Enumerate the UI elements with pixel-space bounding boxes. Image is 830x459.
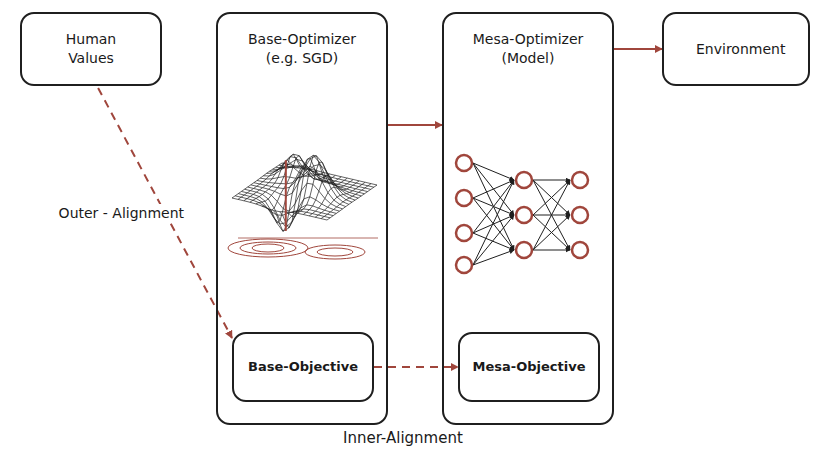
box-label: Base-Objective [248,358,358,376]
box-label: Base-Optimizer (e.g. SGD) [236,30,368,68]
edge-label: Outer - Alignment [56,204,187,222]
caption-label: Inner-Alignment [340,428,466,448]
contour-lines [228,238,378,259]
neural-network [456,155,588,273]
flow-arrow [614,48,662,50]
optimizer-box: Base-Objective Base-Optimizer (e.g. SGD) [216,12,388,425]
loss-surface [232,154,377,231]
box-label: Environment [696,40,776,59]
descent-path [285,160,287,231]
objective-box: Base-Objective [232,332,374,402]
optimizer-box: Mesa-Objective Mesa-Optimizer (Model) [442,12,614,425]
box-label: Mesa-Objective [473,358,586,376]
flow-arrow [388,124,442,126]
box-label: Human Values [51,30,131,68]
environment-box: Environment [662,12,810,86]
box-label: Mesa-Optimizer (Model) [462,30,594,68]
input-box: Human Values [20,12,162,86]
objective-box: Mesa-Objective [458,332,600,402]
